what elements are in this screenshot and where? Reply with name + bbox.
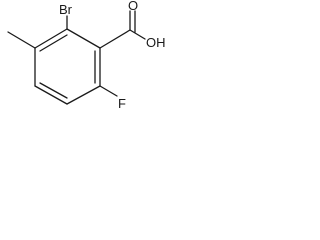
fluorine-label: F <box>118 96 126 111</box>
ring-bond-c4-c5-inner <box>39 82 68 99</box>
bond-c-oh <box>129 29 146 40</box>
hydroxyl-label: OH <box>146 35 166 50</box>
molecule-structure: Br O OH F <box>7 0 166 111</box>
ring-bond-c1-c2 <box>66 28 101 49</box>
ring-bond-c5-c6 <box>66 85 101 105</box>
ring-bond-c4-c5 <box>34 85 68 105</box>
bond-c6-f <box>99 85 118 97</box>
ring-bond-c2-c3-inner <box>39 34 68 52</box>
carboxyl-group <box>99 10 146 49</box>
ring-bond-c2-c3 <box>34 28 68 49</box>
benzene-ring <box>34 28 101 105</box>
carbonyl-oxygen-label: O <box>128 0 138 13</box>
bond-c3-methyl <box>7 31 36 49</box>
bond-c1-carboxyl <box>99 29 131 49</box>
bromine-label: Br <box>59 2 73 17</box>
